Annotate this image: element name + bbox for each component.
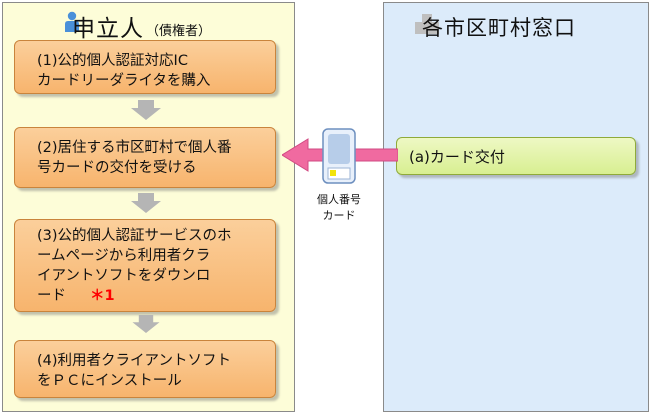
step-2-line-1: (2)居住する市区町村で個人番 bbox=[37, 140, 232, 156]
step-1-box: (1)公的個人認証対応IC カードリーダライタを購入 bbox=[14, 40, 276, 94]
down-arrow-1 bbox=[131, 100, 161, 120]
step-4-box: (4)利用者クライアントソフト をＰＣにインストール bbox=[14, 340, 276, 398]
step-2-line-2: 号カードの交付を受ける bbox=[37, 160, 197, 176]
note-mark-1: ＊1 bbox=[90, 288, 115, 304]
step-3-box: (3)公的個人認証サービスのホ ームページから利用者クラ イアントソフトをダウン… bbox=[14, 219, 276, 312]
applicant-title-main: 申立人 bbox=[72, 16, 144, 42]
card-caption: 個人番号 カード bbox=[306, 192, 372, 224]
step-3-line-4: ード ＊1 bbox=[37, 286, 265, 306]
step-3-line-4-text: ード bbox=[37, 288, 66, 304]
step-3-line-2: ームページから利用者クラ bbox=[37, 248, 211, 264]
card-caption-line-1: 個人番号 bbox=[317, 193, 361, 206]
step-2-box: (2)居住する市区町村で個人番 号カードの交付を受ける bbox=[14, 127, 276, 188]
applicant-title-sub: （債権者） bbox=[146, 24, 212, 39]
card-caption-line-2: カード bbox=[322, 209, 356, 222]
applicant-title: 申立人 （債権者） bbox=[72, 9, 211, 43]
card-issue-label: (a)カード交付 bbox=[409, 148, 505, 166]
down-arrow-2 bbox=[131, 193, 161, 213]
building-icon bbox=[415, 14, 439, 34]
step-1-line-1: (1)公的個人認証対応IC bbox=[37, 53, 188, 69]
municipal-panel bbox=[383, 2, 649, 412]
step-4-line-1: (4)利用者クライアントソフト bbox=[37, 353, 231, 369]
step-4-line-2: をＰＣにインストール bbox=[37, 373, 182, 389]
card-issue-box: (a)カード交付 bbox=[396, 137, 636, 175]
card-icon bbox=[322, 128, 356, 184]
person-icon bbox=[65, 11, 79, 32]
step-3-line-1: (3)公的個人認証サービスのホ bbox=[37, 228, 232, 244]
down-arrow-3 bbox=[132, 315, 160, 333]
municipal-title-text: 各市区町村窓口 bbox=[422, 16, 576, 40]
municipal-title: 各市区町村窓口 bbox=[416, 12, 576, 42]
step-3-line-3: イアントソフトをダウンロ bbox=[37, 268, 211, 284]
step-1-line-2: カードリーダライタを購入 bbox=[37, 73, 211, 89]
